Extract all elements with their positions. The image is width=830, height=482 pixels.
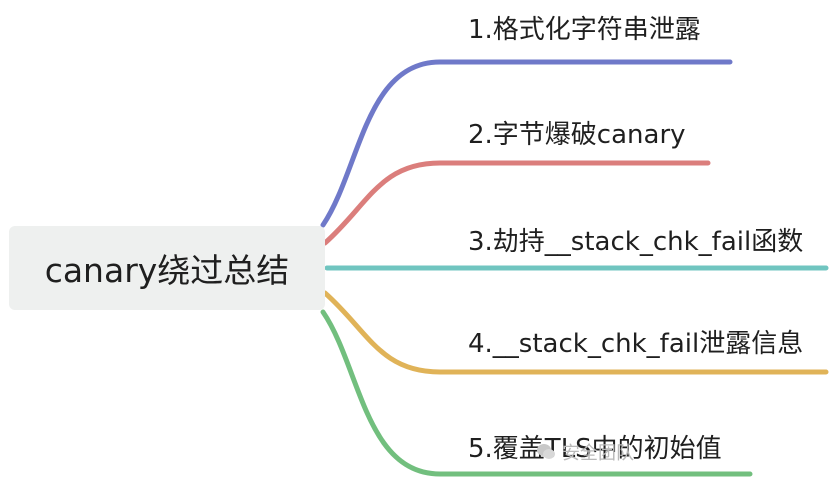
connector-2 (322, 160, 711, 246)
branch-label-3: 3.劫持__stack_chk_fail函数 (468, 227, 804, 257)
branch-label-4: 4.__stack_chk_fail泄露信息 (468, 329, 804, 359)
root-label: canary绕过总结 (44, 251, 290, 290)
connector-1 (320, 59, 733, 228)
branch-label-1: 1.格式化字符串泄露 (468, 15, 701, 45)
watermark: 安全团队 (536, 439, 634, 465)
connector-5 (320, 309, 753, 477)
wechat-icon (537, 444, 555, 459)
branch-label-2: 2.字节爆破canary (468, 120, 686, 150)
watermark-text: 安全团队 (562, 443, 634, 464)
root-node: canary绕过总结 (9, 226, 325, 310)
connector-4 (322, 290, 829, 375)
branch-label-5: 5.覆盖TLS中的初始值 (468, 434, 722, 464)
